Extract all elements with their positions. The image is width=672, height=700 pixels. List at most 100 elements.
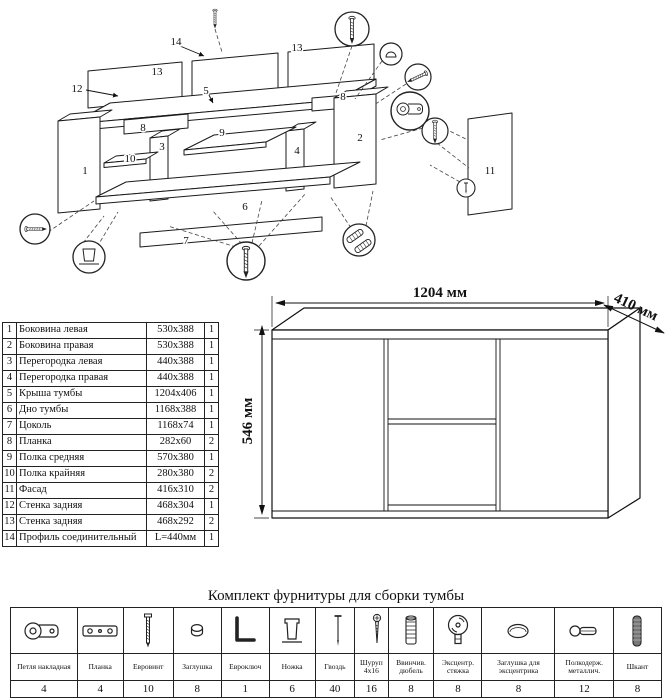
part-qty: 1 bbox=[204, 402, 219, 419]
part-qty: 2 bbox=[204, 482, 219, 499]
part-name: Полка крайняя bbox=[16, 466, 147, 483]
part-size: 530x388 bbox=[146, 338, 205, 355]
hardware-item-name: Шуруп 4x16 bbox=[354, 653, 389, 681]
dimension-lines bbox=[259, 300, 665, 515]
part-qty: 1 bbox=[204, 386, 219, 403]
exploded-assembly-diagram: 12 13 14 5 13 8 3 9 1 10 4 2 8 6 7 11 bbox=[19, 8, 513, 281]
part-name: Профиль соединительный bbox=[16, 530, 147, 547]
hardware-item-qty: 6 bbox=[268, 680, 316, 698]
part-qty: 1 bbox=[204, 354, 219, 371]
part-number: 12 bbox=[2, 498, 17, 515]
screw-icon bbox=[354, 607, 389, 654]
part-size: 468x304 bbox=[146, 498, 205, 515]
part-name: Боковина правая bbox=[16, 338, 147, 355]
hardware-item-name: Гвоздь bbox=[314, 653, 356, 681]
hardware-item-name: Ввинчив. дюбель bbox=[387, 653, 435, 681]
part-label-2: 2 bbox=[357, 132, 363, 144]
hardware-item-name: Планка bbox=[76, 653, 124, 681]
hardware-item-qty: 8 bbox=[612, 680, 663, 698]
part-label-11: 11 bbox=[485, 165, 496, 177]
hinge-icon bbox=[10, 607, 78, 654]
part-size: 1204x406 bbox=[146, 386, 205, 403]
part-size: L=440мм bbox=[146, 530, 205, 547]
callout-dowels bbox=[342, 223, 376, 257]
part-label-7: 7 bbox=[183, 235, 189, 247]
part-qty: 1 bbox=[204, 338, 219, 355]
hardware-item-qty: 4 bbox=[10, 680, 78, 698]
hardware-table: Петля накладная Планка Евровинт Заглушка… bbox=[10, 607, 663, 698]
part-number: 1 bbox=[2, 322, 17, 339]
leader-lines bbox=[47, 28, 470, 248]
part-label-3: 3 bbox=[159, 141, 165, 153]
plank-left bbox=[123, 113, 189, 135]
furniture-leg-icon bbox=[268, 607, 316, 654]
part-label-5: 5 bbox=[203, 85, 209, 97]
part-size: 468x292 bbox=[146, 514, 205, 531]
label-arrows bbox=[85, 45, 214, 104]
part-size: 530x388 bbox=[146, 322, 205, 339]
part-label-6: 6 bbox=[242, 201, 248, 213]
hardware-icons-row bbox=[10, 607, 663, 654]
part-size: 440x388 bbox=[146, 370, 205, 387]
part-name: Планка bbox=[16, 434, 147, 451]
cam-lock-icon bbox=[433, 607, 483, 654]
hardware-item-name: Евроключ bbox=[220, 653, 270, 681]
cabinet-details bbox=[272, 338, 608, 512]
fastener-callouts bbox=[19, 8, 476, 281]
part-qty: 2 bbox=[204, 514, 219, 531]
part-qty: 2 bbox=[204, 434, 219, 451]
part-number: 9 bbox=[2, 450, 17, 467]
mounting-plate-icon bbox=[76, 607, 124, 654]
part-qty: 2 bbox=[204, 466, 219, 483]
nail-icon bbox=[314, 607, 356, 654]
part-number: 5 bbox=[2, 386, 17, 403]
hardware-item-name: Шкант bbox=[612, 653, 663, 681]
cabinet-outline bbox=[271, 307, 641, 519]
part-number: 11 bbox=[2, 482, 17, 499]
part-name: Перегородка левая bbox=[16, 354, 147, 371]
part-qty: 1 bbox=[204, 370, 219, 387]
hex-key-icon bbox=[220, 607, 270, 654]
hardware-item-name: Евровинт bbox=[122, 653, 174, 681]
screw-in-dowel-icon bbox=[387, 607, 435, 654]
part-name: Боковина левая bbox=[16, 322, 147, 339]
callout-hinge bbox=[390, 91, 430, 131]
part-size: 570x380 bbox=[146, 450, 205, 467]
part-name: Крыша тумбы bbox=[16, 386, 147, 403]
part-number: 2 bbox=[2, 338, 17, 355]
part-label-10: 10 bbox=[125, 153, 137, 165]
part-name: Дно тумбы bbox=[16, 402, 147, 419]
hardware-item-name: Ножка bbox=[268, 653, 316, 681]
part-label-8b: 8 bbox=[340, 91, 346, 103]
part-name: Полка средняя bbox=[16, 450, 147, 467]
part-label-14: 14 bbox=[171, 36, 183, 48]
hardware-item-qty: 16 bbox=[354, 680, 389, 698]
part-qty: 1 bbox=[204, 530, 219, 547]
part-label-13a: 13 bbox=[152, 66, 164, 78]
hardware-item-qty: 8 bbox=[387, 680, 435, 698]
hardware-kit-title: Комплект фурнитуры для сборки тумбы bbox=[207, 588, 465, 604]
hardware-item-qty: 12 bbox=[554, 680, 614, 698]
part-number: 10 bbox=[2, 466, 17, 483]
part-number: 14 bbox=[2, 530, 17, 547]
shelf-support-icon bbox=[554, 607, 614, 654]
cap-icon bbox=[172, 607, 222, 654]
hardware-item-qty: 8 bbox=[481, 680, 556, 698]
part-label-12: 12 bbox=[72, 83, 83, 95]
part-qty: 1 bbox=[204, 450, 219, 467]
part-size: 440x388 bbox=[146, 354, 205, 371]
hardware-item-name: Полкодерж. металлич. bbox=[554, 653, 614, 681]
hardware-qty-row: 4 4 10 8 1 6 40 16 8 8 8 12 8 bbox=[10, 680, 663, 698]
part-number: 13 bbox=[2, 514, 17, 531]
confirmat-screw-icon bbox=[122, 607, 174, 654]
hardware-item-qty: 8 bbox=[433, 680, 483, 698]
hardware-item-name: Заглушка для эксцентрика bbox=[481, 653, 556, 681]
